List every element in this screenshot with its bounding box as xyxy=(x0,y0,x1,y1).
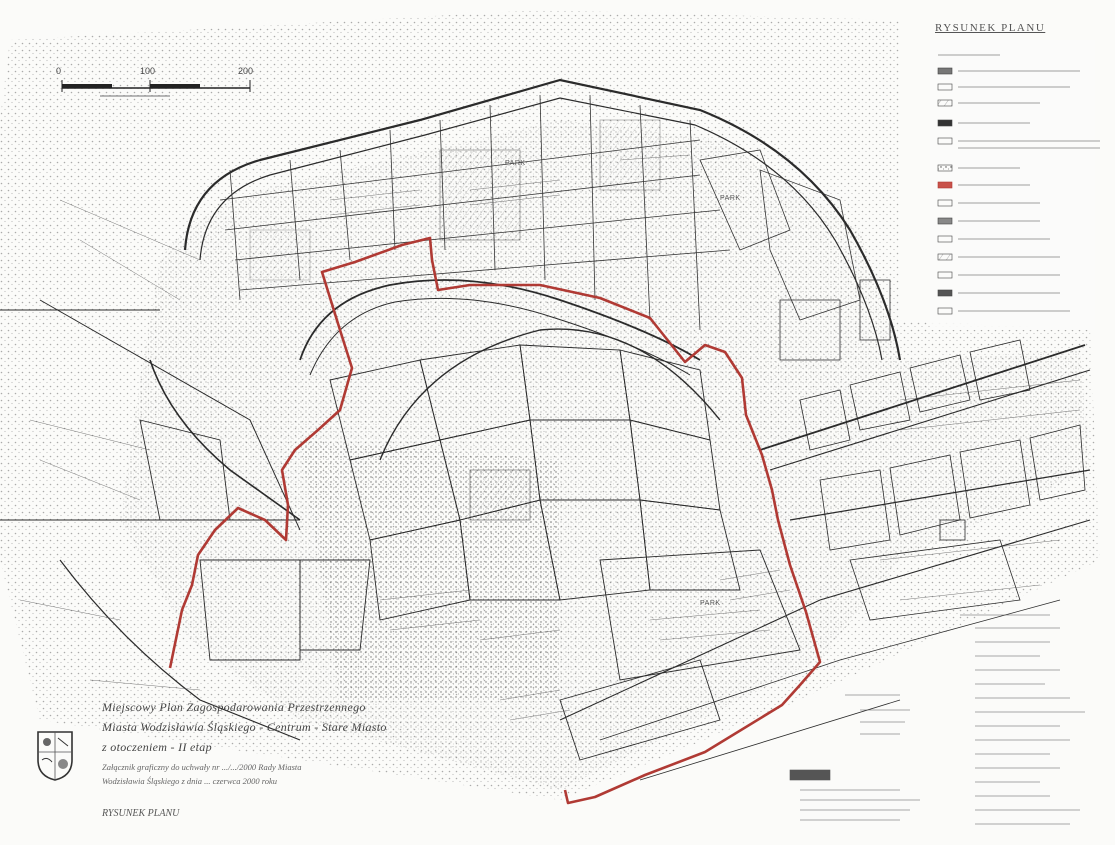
coat-of-arms-icon xyxy=(37,731,73,781)
plan-boundary xyxy=(168,236,822,805)
fine-linework xyxy=(19,154,1081,721)
legend-title: RYSUNEK PLANU xyxy=(935,22,1046,34)
legend-top xyxy=(930,40,1100,330)
parcels-east xyxy=(799,339,1086,621)
scale-label-200: 200 xyxy=(238,66,254,76)
scale-bar xyxy=(61,80,251,97)
scale-label-100: 100 xyxy=(140,66,156,76)
title-line-2: Miasta Wodzisławia Śląskiego - Centrum -… xyxy=(102,720,387,734)
subtitle-line-2: Wodzisławia Śląskiego z dnia ... czerwca… xyxy=(102,776,278,786)
terrain-texture xyxy=(0,10,1100,800)
area-label: PARK xyxy=(700,600,721,607)
area-label: PARK xyxy=(505,160,526,167)
drawing-label: RYSUNEK PLANU xyxy=(102,808,180,819)
parcels-center xyxy=(139,344,801,761)
scale-label-0: 0 xyxy=(56,66,62,76)
legend-bottom xyxy=(789,614,1085,825)
area-label: PARK xyxy=(720,195,741,202)
title-line-3: z otoczeniem - II etap xyxy=(102,740,212,754)
ring-roads xyxy=(0,78,1091,781)
subtitle-line-1: Załącznik graficzny do uchwały nr .../..… xyxy=(102,762,302,772)
title-block: Miejscowy Plan Zagospodarowania Przestrz… xyxy=(30,700,450,820)
title-line-1: Miejscowy Plan Zagospodarowania Przestrz… xyxy=(102,700,366,714)
